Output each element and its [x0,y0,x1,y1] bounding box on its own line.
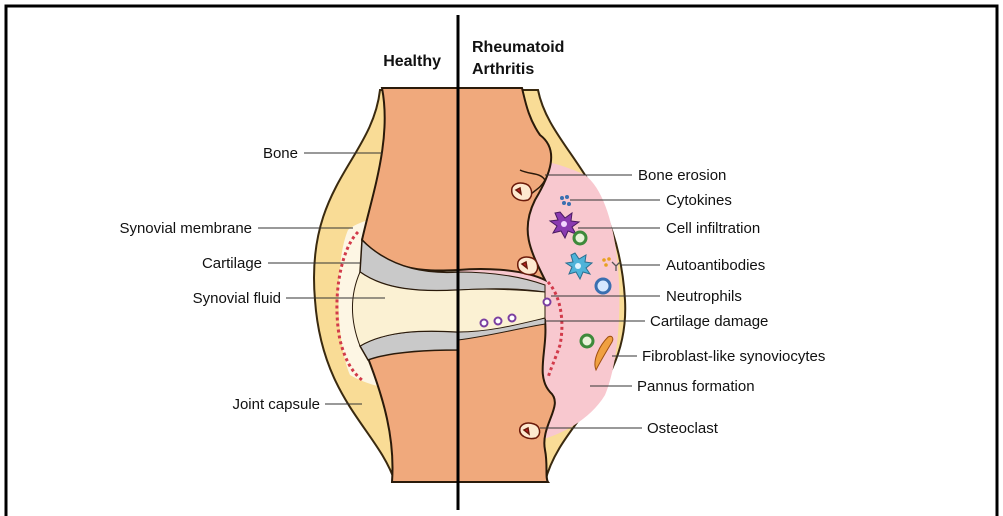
label-synovial-membrane: Synovial membrane [119,220,252,237]
label-cartilage-damage: Cartilage damage [650,313,768,330]
label-synovial-fluid: Synovial fluid [193,290,281,307]
header-ra-line1: Rheumatoid [472,39,564,56]
label-neutrophils: Neutrophils [666,288,742,305]
label-joint-capsule: Joint capsule [232,396,320,413]
label-cytokines: Cytokines [666,192,732,209]
label-fibroblast-like-synoviocytes: Fibroblast-like synoviocytes [642,348,825,365]
label-autoantibodies: Autoantibodies [666,257,765,274]
label-cartilage: Cartilage [202,255,262,272]
label-cell-infiltration: Cell infiltration [666,220,760,237]
label-pannus-formation: Pannus formation [637,378,755,395]
label-bone-erosion: Bone erosion [638,167,726,184]
lymphocyte-icon [596,279,610,293]
header-healthy: Healthy [383,53,441,70]
label-bone: Bone [263,145,298,162]
header-ra-line2: Arthritis [472,61,534,78]
label-osteoclast: Osteoclast [647,420,719,437]
